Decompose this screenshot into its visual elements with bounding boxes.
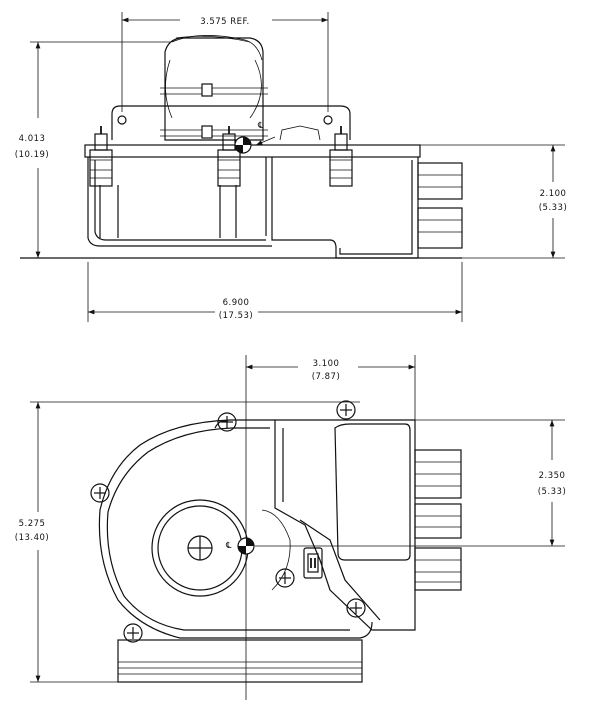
screw-bottom-right	[346, 598, 366, 618]
blower-housing	[98, 419, 373, 639]
bottom-left-height-dimension: 5.275 (13.40)	[15, 401, 360, 683]
overall-width-in: 6.900	[223, 298, 250, 308]
left-height-in: 4.013	[19, 134, 46, 144]
right-height-dimension: 2.100 (5.33)	[420, 144, 568, 259]
bottom-right-height-dimension: 2.350 (5.33)	[415, 419, 567, 546]
overall-width-dimension: 6.900 (17.53)	[87, 262, 463, 322]
mounting-plate: ℄	[111, 105, 351, 141]
bottom-view: 3.100 (7.87) 5.275 (13.40)	[15, 355, 567, 700]
base-body	[84, 144, 421, 259]
stud-left	[89, 126, 113, 187]
base-plate	[117, 639, 363, 683]
bottom-connector-fins	[414, 449, 462, 591]
right-height-in: 2.100	[540, 189, 567, 199]
offset-dimension: 3.100 (7.87)	[245, 355, 416, 700]
stud-center	[217, 126, 241, 187]
overall-width-cm: (17.53)	[219, 311, 253, 321]
screw-left	[90, 483, 110, 503]
ref-width-label: 3.575 REF.	[200, 17, 250, 27]
top-connector-fins	[417, 162, 463, 249]
left-height-cm: (10.19)	[15, 150, 49, 160]
bottom-height-cm: (13.40)	[15, 533, 49, 543]
offset-in: 3.100	[313, 359, 340, 369]
screw-mid-right	[275, 568, 295, 588]
offset-cm: (7.87)	[312, 372, 341, 382]
screw-top-left	[217, 412, 237, 432]
stud-right	[329, 126, 353, 187]
bottom-right-height-in: 2.350	[539, 471, 566, 481]
top-centerline-symbol: ℄	[257, 121, 264, 131]
top-view: 3.575 REF. 4.013 (10.19)	[15, 12, 568, 322]
outlet-box	[274, 419, 416, 631]
motor-housing	[160, 35, 268, 141]
bottom-right-height-cm: (5.33)	[538, 487, 567, 497]
top-center-mark	[234, 136, 276, 154]
bottom-centerline-symbol: ℄	[225, 541, 232, 551]
right-height-cm: (5.33)	[539, 203, 568, 213]
ref-width-dimension: 3.575 REF.	[121, 12, 329, 112]
bottom-center-mark: ℄	[225, 537, 565, 555]
screw-top-right	[336, 400, 356, 420]
bottom-height-in: 5.275	[19, 519, 46, 529]
small-connector	[303, 547, 323, 579]
screw-bottom-left	[123, 623, 143, 643]
